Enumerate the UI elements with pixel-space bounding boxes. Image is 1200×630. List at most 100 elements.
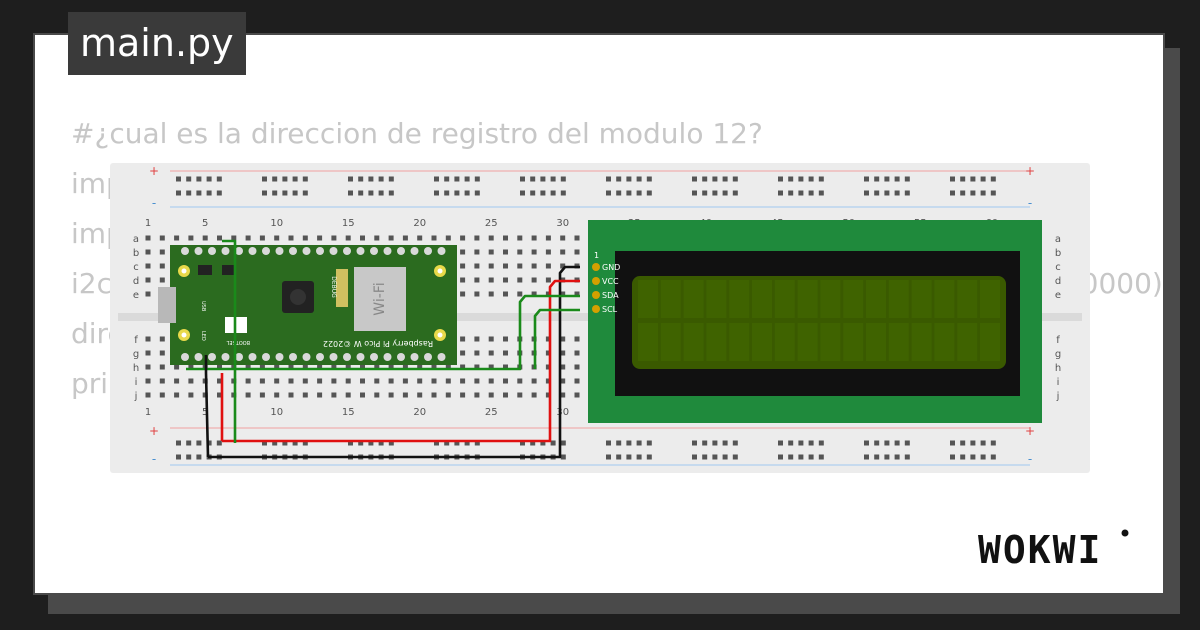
breadboard-hole [388,378,394,384]
rail-hole [636,176,642,182]
rail-hole [388,440,394,446]
breadboard-hole [503,235,508,241]
breadboard-hole [460,350,466,356]
lcd-character-cell [797,280,818,318]
breadboard-hole [245,235,251,241]
breadboard-hole [159,364,165,370]
pico-pin [356,247,365,255]
rail-hole [692,454,697,460]
rail-hole [176,440,181,446]
rail-symbol: + [1025,164,1035,178]
rail-hole [874,454,880,460]
lcd-pin-one-label: 1 [594,251,599,260]
rail-hole [434,190,439,196]
rail-hole [778,454,783,460]
breadboard-hole [460,249,466,255]
row-letter: c [1055,262,1061,273]
rail-hole [530,190,536,196]
pico-pin [194,247,203,255]
row-letter: d [1055,276,1061,287]
lcd-character-cell [729,280,750,318]
rail-hole [712,176,718,182]
rail-symbol: + [149,164,159,178]
rail-hole [980,440,986,446]
breadboard-hole [574,392,580,398]
rail-hole [176,454,181,460]
column-number: 15 [342,218,355,229]
rail-hole [348,176,353,182]
rail-hole [176,176,181,182]
pico-pin [208,247,216,255]
breadboard-hole [145,364,151,370]
pico-label: Raspberry Pi Pico W ©2022 [323,339,433,348]
breadboard-hole [159,249,165,255]
breadboard-hole [488,364,494,370]
breadboard-hole [545,263,551,269]
lcd-pin-label: GND [602,263,620,272]
rail-hole [626,176,632,182]
breadboard-hole [517,291,523,297]
lcd-character-cell [683,323,704,361]
rail-hole [702,176,708,182]
breadboard-hole [231,235,237,241]
pico-pin [262,353,270,361]
breadboard-hole [245,378,251,384]
breadboard-hole [474,350,480,356]
rail-hole [864,440,869,446]
breadboard-hole [388,364,394,370]
breadboard-hole [259,235,265,241]
breadboard-hole [517,263,523,269]
breadboard-hole [360,378,365,384]
rail-hole [864,190,869,196]
breadboard-hole [574,235,580,241]
rail-hole [206,440,212,446]
breadboard-hole [431,364,437,370]
breadboard-hole [488,392,494,398]
breadboard-hole [503,378,508,384]
rail-hole [186,440,192,446]
rail-hole [732,176,738,182]
column-number: 5 [202,407,208,418]
breadboard-hole [474,277,480,283]
row-letter: h [133,363,139,374]
rail-hole [282,190,288,196]
rail-hole [540,440,546,446]
rail-hole [818,190,824,196]
breadboard-hole [245,392,251,398]
rail-hole [818,440,824,446]
rail-hole [454,176,460,182]
breadboard-hole [217,378,222,384]
lcd-pin-vcc [592,277,600,285]
breadboard-hole [274,235,280,241]
rail-hole [616,190,622,196]
pico-pin [343,247,351,255]
rail-hole [970,176,976,182]
breadboard-hole [503,364,508,370]
rail-hole [778,176,783,182]
rail-hole [540,190,546,196]
rail-hole [358,190,364,196]
breadboard-hole [517,235,523,241]
rail-hole [722,440,728,446]
rail-hole [646,454,652,460]
rail-hole [894,440,900,446]
breadboard-hole [431,378,437,384]
rail-hole [778,190,783,196]
wokwi-logo-text: WOKWI [978,528,1102,572]
raspberry-logo-icon [290,289,306,305]
wifi-label: Wi-Fi [372,282,388,315]
lcd-character-cell [980,323,1000,361]
rail-hole [732,440,738,446]
rail-hole [970,190,976,196]
rail-hole [272,190,278,196]
breadboard-hole [274,378,280,384]
rail-hole [444,440,450,446]
breadboard-hole [474,336,480,342]
rail-hole [950,176,955,182]
breadboard-hole [517,277,523,283]
rail-symbol: - [152,452,156,466]
lcd-character-cell [638,280,658,318]
breadboard-hole [145,263,151,269]
breadboard-hole [460,378,466,384]
breadboard-hole [531,235,537,241]
